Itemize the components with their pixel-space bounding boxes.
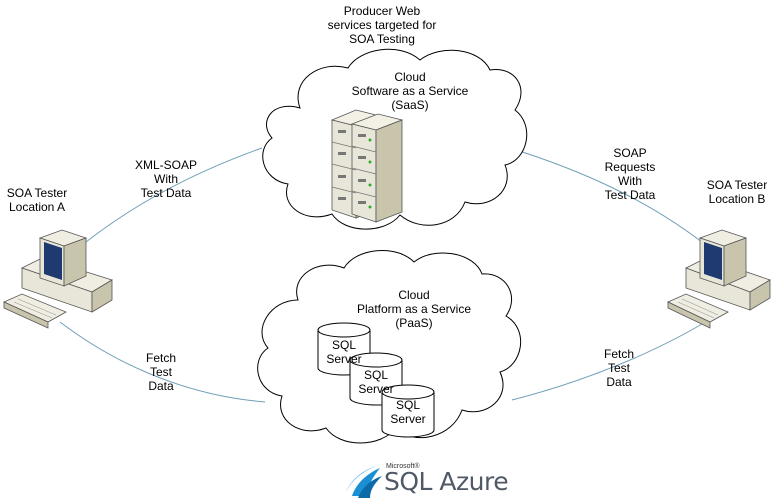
database-3-icon <box>381 384 435 438</box>
tester-a-label: SOA Tester Location A <box>6 186 68 214</box>
connector-paas-to-b <box>511 317 713 401</box>
computer-b-icon <box>667 229 771 329</box>
cloud-paas-label: Cloud Platform as a Service (PaaS) <box>356 288 472 330</box>
cloud-saas-label: Cloud Software as a Service (SaaS) <box>351 70 469 112</box>
fetch-left-label: Fetch Test Data <box>145 351 176 393</box>
server-rack-icon <box>330 109 404 223</box>
connector-a-to-paas <box>59 321 266 403</box>
connector-a-to-saas <box>85 147 263 243</box>
db-1-label: SQL Server <box>326 338 362 366</box>
tester-b-label: SOA Tester Location B <box>706 178 768 206</box>
sql-azure-wordmark: SQL Azure <box>384 467 509 496</box>
fetch-right-label: Fetch Test Data <box>603 347 634 389</box>
producer-label: Producer Web services targeted for SOA T… <box>327 4 437 46</box>
microsoft-wordmark: Microsoft® <box>386 463 420 470</box>
sql-azure-logo-icon <box>346 466 382 498</box>
connector-saas-to-b <box>509 147 713 251</box>
db-3-label: SQL Server <box>390 398 426 426</box>
computer-a-icon <box>3 229 113 329</box>
cloud-paas-icon <box>257 250 522 444</box>
xml-soap-label: XML-SOAP With Test Data <box>134 158 197 200</box>
soap-requests-label: SOAP Requests With Test Data <box>604 146 656 202</box>
db-2-label: SQL Server <box>358 368 394 396</box>
